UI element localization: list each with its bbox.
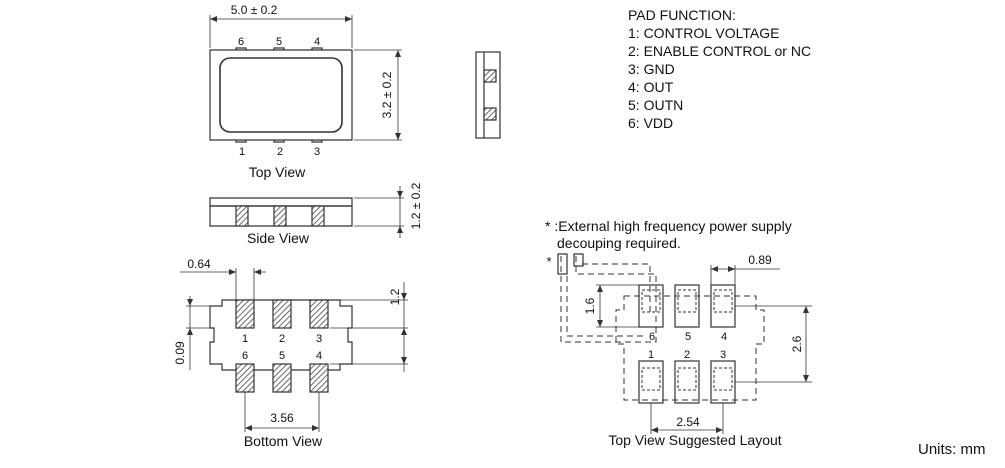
- bottom-view-pad-height-dim: 1.2: [388, 288, 402, 305]
- layout-caption: Top View Suggested Layout: [608, 432, 781, 448]
- pad-function-item: 5: OUTN: [628, 97, 684, 113]
- side-view: [209, 186, 404, 238]
- pad-function-item: 3: GND: [628, 61, 675, 77]
- bottom-view-pin-1: 1: [242, 333, 248, 345]
- layout-view: [557, 253, 812, 434]
- side-view-caption: Side View: [247, 230, 310, 246]
- layout-row-pitch-dim: 2.6: [790, 335, 804, 352]
- bottom-view-pitch-dim: 3.56: [270, 411, 294, 425]
- bottom-view-pin-6: 6: [242, 350, 248, 362]
- top-view-pin-3: 3: [314, 146, 320, 158]
- bottom-view-pin-5: 5: [279, 350, 285, 362]
- top-view-height-dim: 3.2 ± 0.2: [380, 71, 394, 118]
- bottom-view-pad-width-dim: 0.64: [187, 257, 211, 271]
- layout-pad-width-dim: 0.89: [748, 253, 772, 267]
- pad-function-item: 1: CONTROL VOLTAGE: [628, 25, 780, 41]
- top-view-pin-2: 2: [277, 146, 283, 158]
- layout-pin-5: 5: [685, 331, 691, 343]
- bottom-view-caption: Bottom View: [244, 433, 323, 449]
- note-line-1: * :External high frequency power supply: [545, 218, 792, 234]
- top-view-pin-5: 5: [276, 36, 282, 48]
- pad-function-list: PAD FUNCTION: 1: CONTROL VOLTAGE 2: ENAB…: [628, 6, 811, 132]
- pad-function-item: 4: OUT: [628, 79, 674, 95]
- layout-pin-1: 1: [648, 349, 654, 361]
- bottom-view-pin-3: 3: [316, 333, 322, 345]
- layout-pin-2: 2: [684, 349, 690, 361]
- layout-pin-4: 4: [721, 331, 727, 343]
- top-view-caption: Top View: [249, 164, 306, 180]
- bottom-view-pin-2: 2: [279, 333, 285, 345]
- pad-function-item: 6: VDD: [628, 115, 674, 131]
- top-view-pin-1: 1: [239, 146, 245, 158]
- layout-star: *: [546, 254, 551, 269]
- units-label: Units: mm: [918, 441, 986, 458]
- top-view-pin-6: 6: [238, 36, 244, 48]
- end-view: [475, 51, 501, 139]
- bottom-view-pin-4: 4: [316, 350, 322, 362]
- decoupling-note: * :External high frequency power supply …: [545, 218, 792, 252]
- top-view: [209, 15, 402, 143]
- side-view-height-dim: 1.2 ± 0.2: [409, 182, 423, 229]
- layout-pin-6: 6: [649, 331, 655, 343]
- top-view-width-dim: 5.0 ± 0.2: [231, 3, 278, 17]
- note-line-2: decouping required.: [557, 235, 681, 251]
- pad-function-item: 2: ENABLE CONTROL or NC: [628, 43, 812, 59]
- pad-function-title: PAD FUNCTION:: [628, 7, 736, 23]
- layout-col-pitch-dim: 2.54: [676, 415, 700, 429]
- layout-pad-height-dim: 1.6: [583, 297, 597, 314]
- layout-pin-3: 3: [720, 349, 726, 361]
- top-view-pin-4: 4: [314, 36, 320, 48]
- bottom-view: [180, 268, 408, 432]
- bottom-view-offset-dim: 0.09: [173, 341, 187, 365]
